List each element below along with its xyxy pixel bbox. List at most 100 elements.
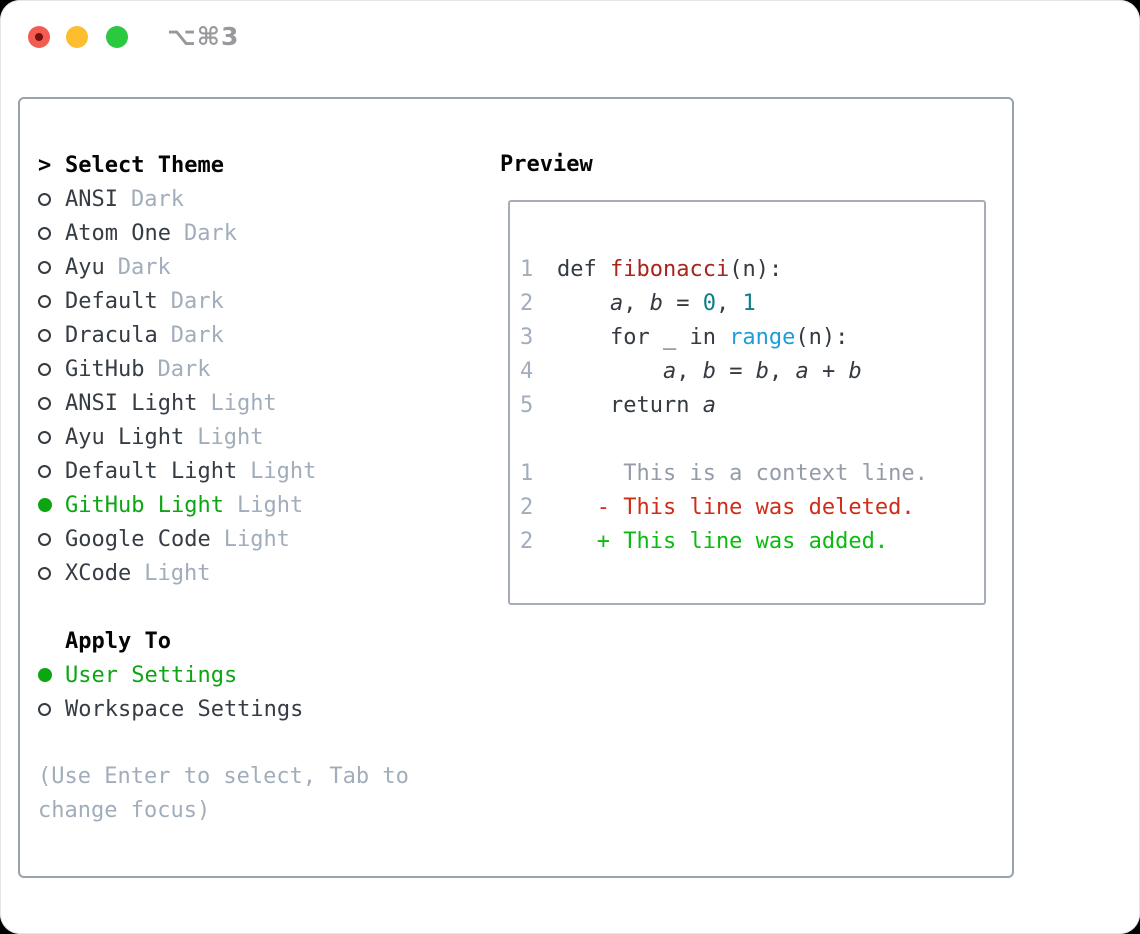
radio-icon (38, 532, 51, 546)
option-label: Dracula (65, 322, 158, 348)
variant-label: Light (223, 526, 290, 552)
theme-option[interactable]: Dracula Dark (38, 318, 438, 352)
prompt-icon: > (38, 152, 52, 178)
code-segment-plain (557, 359, 663, 384)
apply-option[interactable]: Workspace Settings (38, 692, 438, 726)
option-label: Atom One (65, 220, 171, 246)
radio-selected-icon (38, 668, 52, 682)
radio-icon (38, 702, 51, 716)
option-label: ANSI (65, 186, 118, 212)
line-number: 3 (520, 324, 534, 350)
theme-option[interactable]: Default Light Light (38, 454, 438, 488)
radio-icon (38, 362, 51, 376)
code-line: 1 This is a context line. (520, 456, 974, 490)
code-segment-plain: = (662, 290, 703, 316)
theme-option[interactable]: Atom One Dark (38, 216, 438, 250)
theme-option[interactable]: Ayu Dark (38, 250, 438, 284)
code-line (520, 422, 974, 456)
theme-option[interactable]: GitHub Light Light (38, 488, 438, 522)
option-label: Default Light (65, 458, 238, 484)
code-segment-var: b (755, 358, 769, 384)
apply-to-header: Apply To (38, 624, 438, 658)
variant-label: Dark (157, 356, 211, 382)
radio-icon (38, 396, 51, 410)
radio-icon (38, 566, 51, 580)
close-button[interactable] (28, 26, 50, 48)
radio-icon (38, 430, 51, 444)
option-label: GitHub Light (65, 492, 224, 518)
option-label: Default (65, 288, 158, 314)
code-line: 2 + This line was added. (520, 524, 974, 558)
option-label: User Settings (65, 662, 238, 688)
option-label: ANSI Light (65, 390, 198, 416)
minimize-button[interactable] (66, 26, 88, 48)
code-line: 3 for _ in range(n): (520, 320, 974, 354)
variant-label: Dark (117, 254, 171, 280)
code-line: 4 a, b = b, a + b (520, 354, 974, 388)
code-segment-plain: = (715, 358, 756, 384)
code-segment-num: 1 (742, 290, 756, 316)
select-theme-header: > Select Theme (38, 148, 438, 182)
option-label: GitHub (65, 356, 145, 382)
option-label: Ayu (65, 254, 105, 280)
keyboard-hint: (Use Enter to select, Tab to change focu… (38, 764, 409, 823)
line-number: 2 (520, 528, 534, 554)
code-segment-var: b (702, 358, 716, 384)
code-segment-plain: , (623, 290, 650, 316)
window-title: ⌥⌘3 (167, 22, 240, 51)
radio-icon (38, 260, 51, 274)
zoom-button[interactable] (106, 26, 128, 48)
spacer (38, 590, 438, 624)
theme-option[interactable]: GitHub Dark (38, 352, 438, 386)
code-segment-added: + This line was added. (557, 528, 889, 554)
line-number: 5 (520, 392, 534, 418)
theme-option[interactable]: ANSI Dark (38, 182, 438, 216)
preview-title: Preview (500, 152, 593, 177)
code-segment-num: 0 (702, 290, 716, 316)
variant-label: Light (250, 458, 317, 484)
code-segment-var: a (795, 358, 809, 384)
variant-label: Dark (183, 220, 237, 246)
code-segment-deleted: - This line was deleted. (557, 494, 915, 520)
radio-icon (38, 294, 51, 308)
code-segment-plain: , (676, 358, 703, 384)
code-segment-plain: for _ in (557, 324, 730, 350)
code-segment-plain: return (557, 392, 703, 418)
code-segment-plain (557, 291, 610, 316)
line-number: 2 (520, 494, 534, 520)
code-segment-var: a (609, 290, 624, 316)
code-segment-func: fibonacci (609, 256, 730, 282)
variant-label: Light (210, 390, 277, 416)
theme-option[interactable]: ANSI Light Light (38, 386, 438, 420)
code-line: 2 a, b = 0, 1 (520, 286, 974, 320)
radio-icon (38, 192, 51, 206)
apply-option[interactable]: User Settings (38, 658, 438, 692)
option-label: Ayu Light (65, 424, 185, 450)
code-segment-plain: , (715, 290, 743, 316)
radio-icon (38, 226, 51, 240)
code-segment-plain: + (808, 358, 849, 384)
code-line: 2 - This line was deleted. (520, 490, 974, 524)
theme-option[interactable]: Ayu Light Light (38, 420, 438, 454)
variant-label: Light (197, 424, 264, 450)
theme-option[interactable]: Default Dark (38, 284, 438, 318)
variant-label: Light (144, 560, 211, 586)
line-number: 1 (520, 460, 534, 486)
variant-label: Dark (170, 288, 224, 314)
variant-label: Dark (130, 186, 184, 212)
radio-icon (38, 464, 51, 478)
line-number: 2 (520, 290, 534, 316)
code-segment-plain: (n): (729, 256, 783, 282)
variant-label: Dark (170, 322, 224, 348)
spacer (38, 726, 438, 760)
variant-label: Light (236, 492, 304, 518)
